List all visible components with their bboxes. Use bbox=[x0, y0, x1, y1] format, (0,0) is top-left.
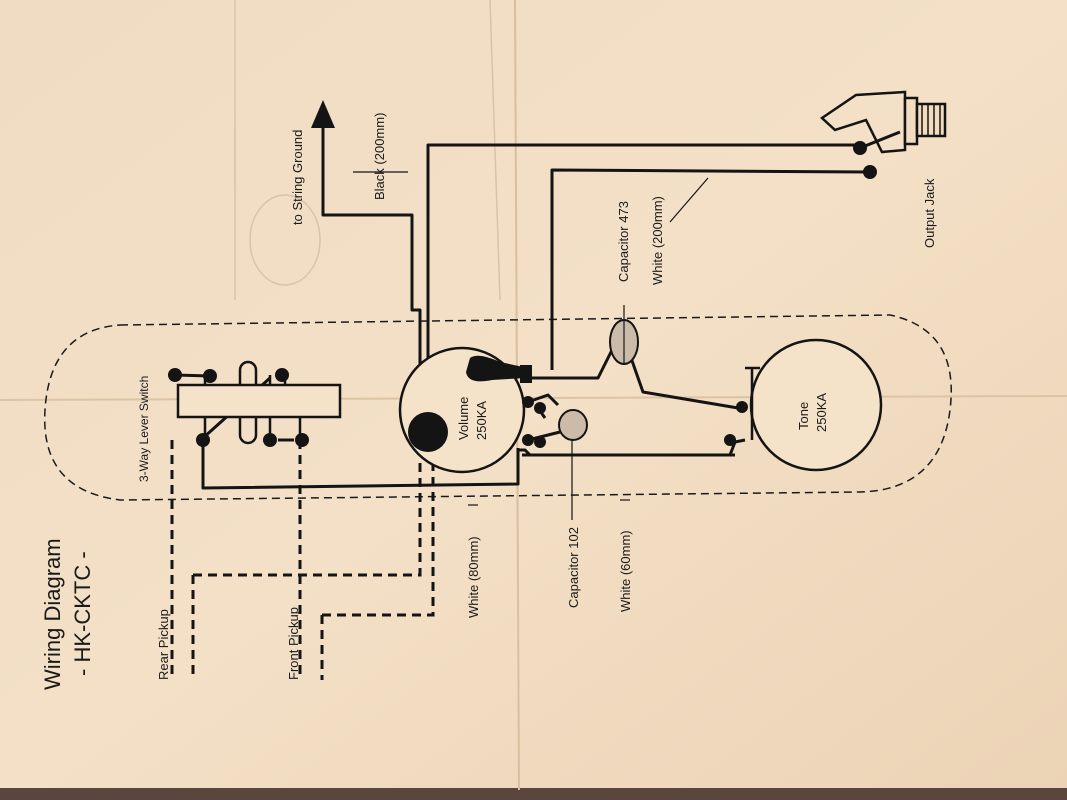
table-edge bbox=[0, 788, 1067, 800]
capacitor-473-label: Capacitor 473 bbox=[616, 201, 631, 282]
volume-pot bbox=[398, 346, 546, 474]
guitar-body-outline bbox=[43, 314, 952, 501]
leader-lines bbox=[353, 171, 709, 520]
bleed-through-marks bbox=[234, 0, 501, 301]
string-ground-wire bbox=[321, 115, 422, 432]
tone-label-1: Tone bbox=[796, 402, 811, 430]
output-jack-label: Output Jack bbox=[922, 178, 937, 248]
capacitor-102-label: Capacitor 102 bbox=[566, 527, 581, 608]
diagram-title: Wiring Diagram bbox=[40, 538, 65, 690]
capacitor-102 bbox=[558, 409, 588, 441]
tone-pot bbox=[724, 338, 883, 472]
volume-label-2: 250KA bbox=[474, 401, 489, 440]
white-80mm-label: White (80mm) bbox=[466, 536, 481, 618]
front-pickup-label: Front Pickup bbox=[286, 607, 301, 680]
switch-bar bbox=[176, 383, 342, 419]
three-way-lever-switch bbox=[168, 360, 342, 447]
diagram-model: - HK-CKTC - bbox=[70, 551, 95, 676]
black-200mm-label: Black (200mm) bbox=[372, 113, 387, 200]
volume-label-1: Volume bbox=[456, 397, 471, 440]
output-jack bbox=[819, 90, 947, 179]
volume-solder-blob bbox=[408, 412, 448, 452]
white-200mm-label: White (200mm) bbox=[650, 196, 665, 285]
tone-label-2: 250KA bbox=[814, 393, 829, 432]
white-200mm-wire bbox=[550, 168, 869, 370]
black-200mm-wire bbox=[426, 143, 860, 432]
pickup-wires-dashed bbox=[170, 440, 435, 680]
volume-lug-blob bbox=[466, 355, 528, 382]
string-ground-arrow bbox=[311, 100, 335, 128]
rear-pickup-label: Rear Pickup bbox=[156, 609, 171, 680]
white-80mm-wire bbox=[201, 440, 520, 490]
string-ground-label: to String Ground bbox=[290, 130, 305, 225]
white-60mm-label: White (60mm) bbox=[618, 530, 633, 612]
switch-label: 3-Way Lever Switch bbox=[137, 376, 151, 482]
